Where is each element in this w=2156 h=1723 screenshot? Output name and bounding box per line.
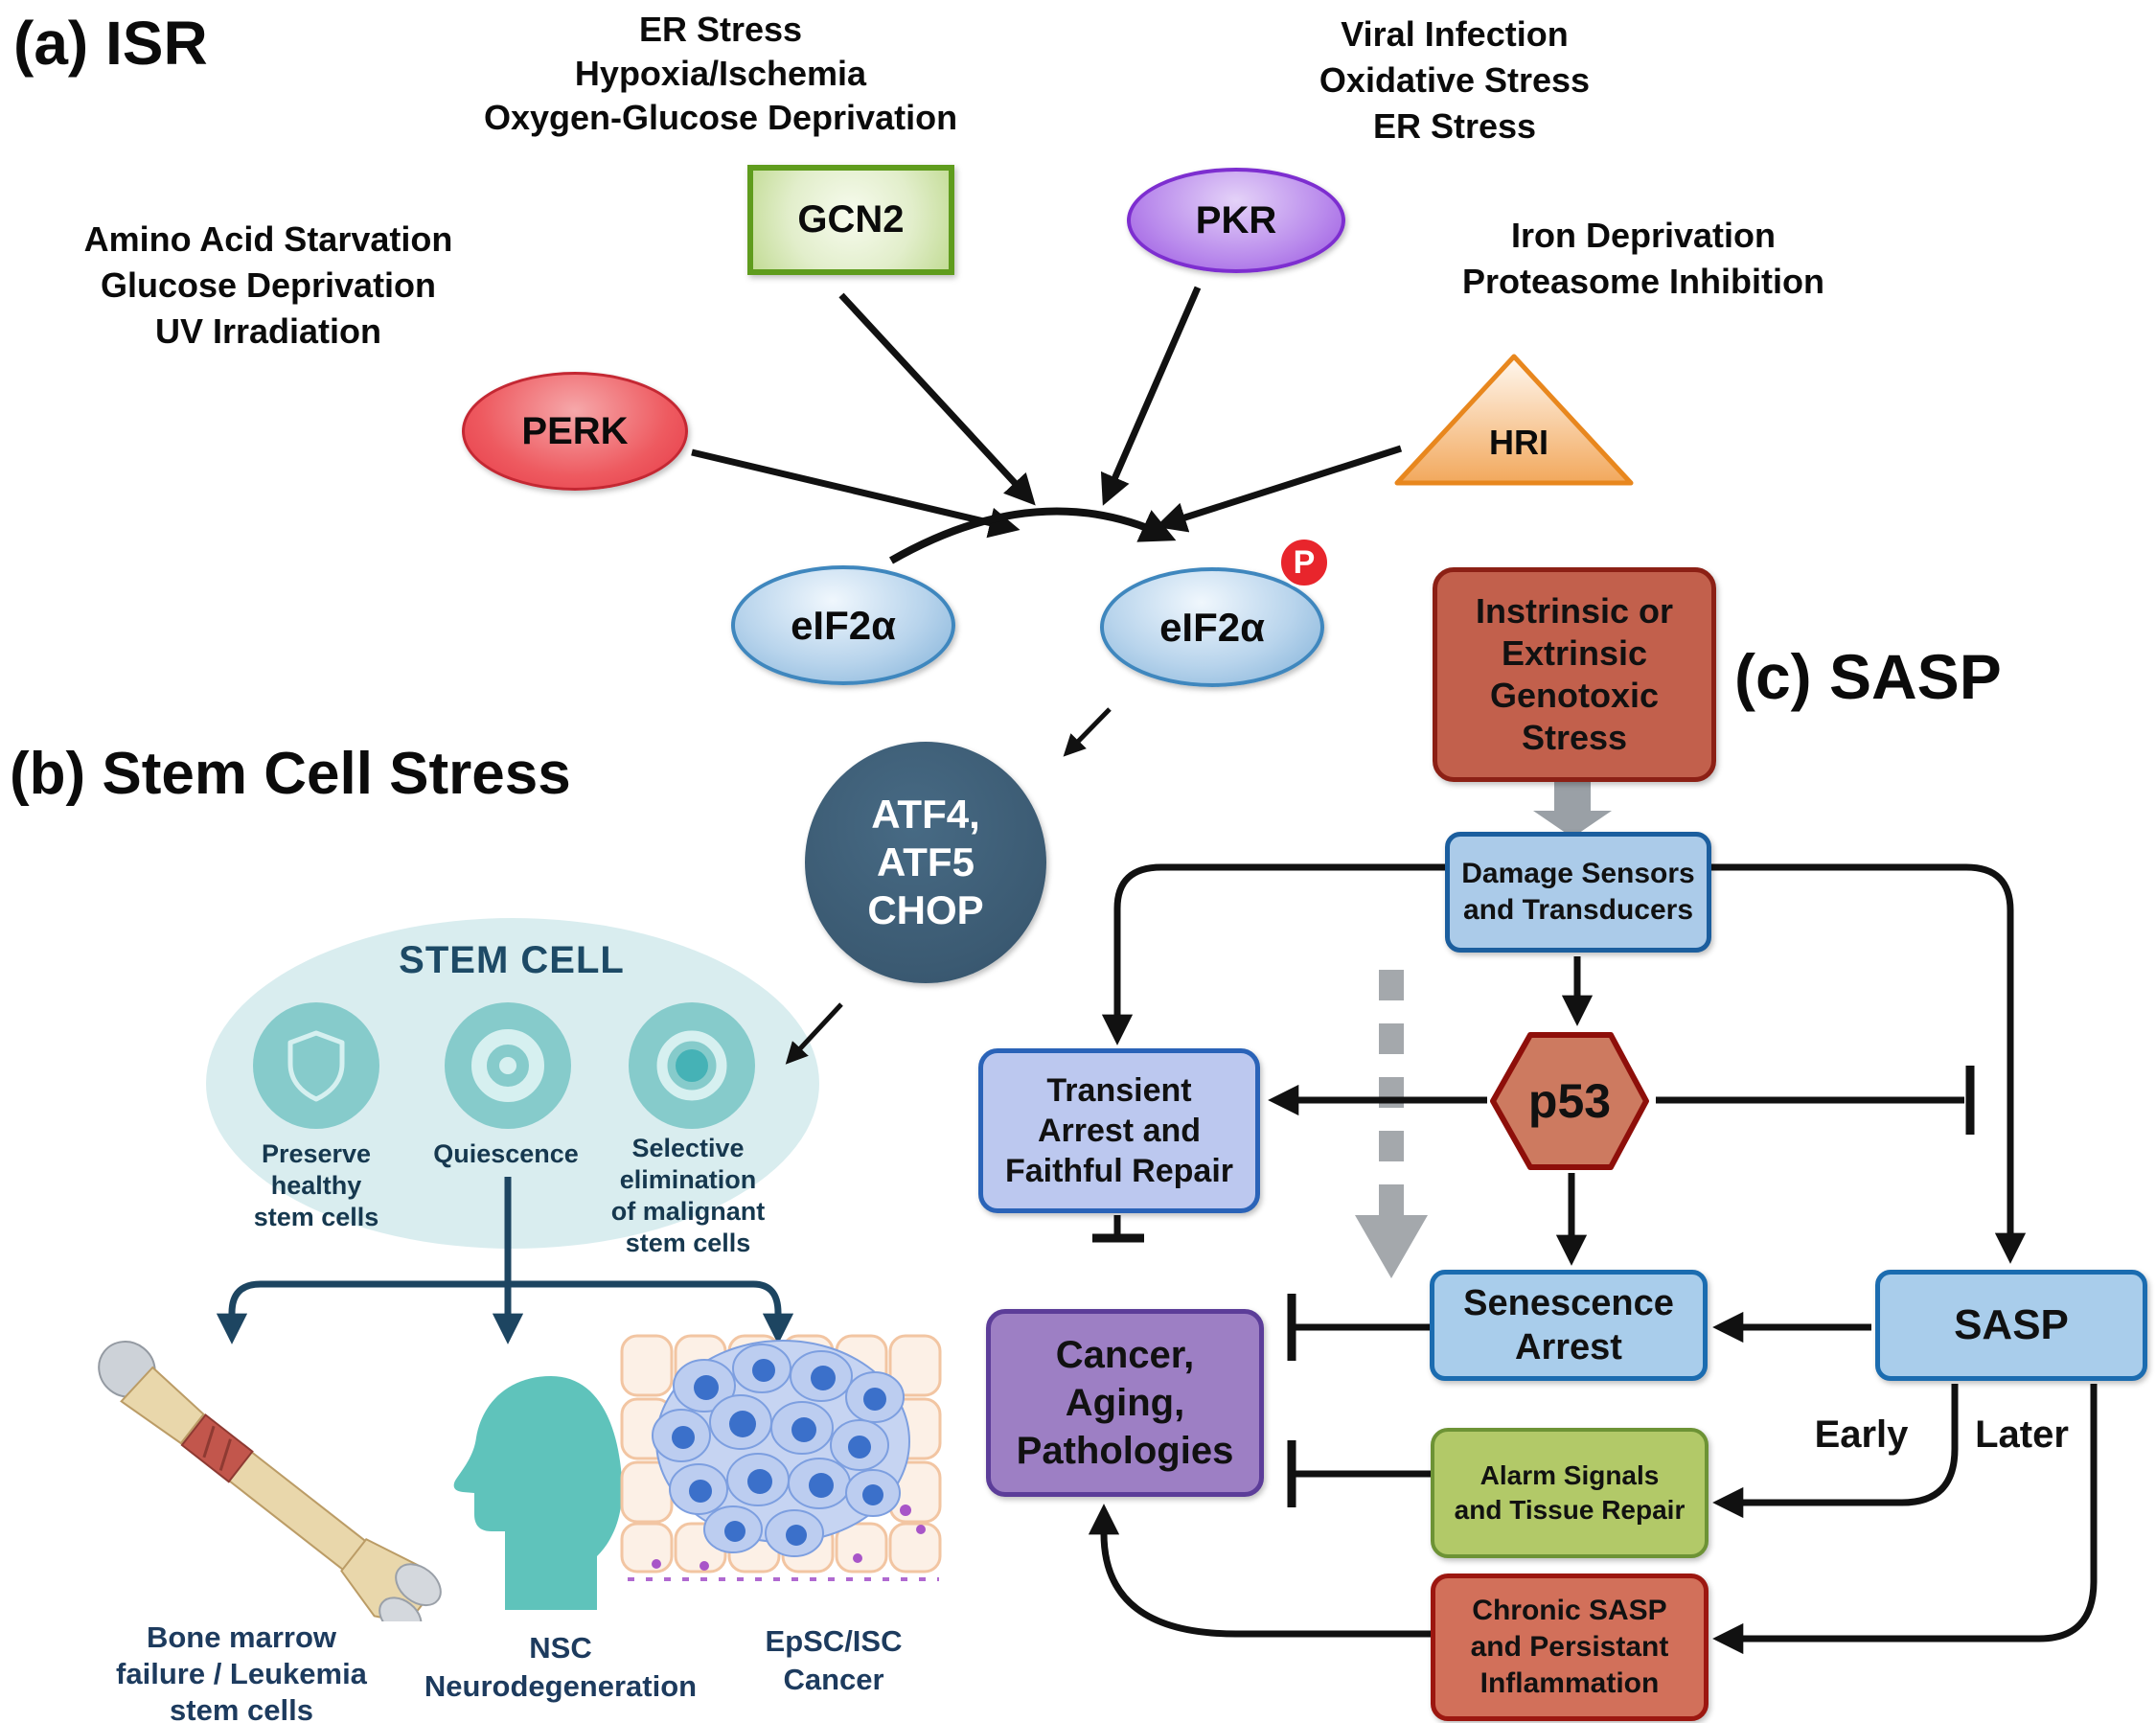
outcome-quiescence-label: Quiescence [433, 1139, 579, 1168]
gcn2-node: GCN2 [747, 165, 954, 275]
head-silhouette-illustration [428, 1368, 630, 1620]
result-nsc-label: NSC Neurodegeneration [424, 1631, 698, 1703]
eif2a-label: eIF2α [791, 602, 896, 648]
quiescence-cell-icon [445, 1002, 571, 1129]
transient-arrest-box: Transient Arrest and Faithful Repair [978, 1048, 1260, 1213]
damage-sensors-label: Damage Sensors and Transducers [1461, 858, 1695, 926]
alarm-signals-box: Alarm Signals and Tissue Repair [1431, 1428, 1709, 1558]
pkr-node: PKR [1127, 168, 1345, 273]
effectors-node: ATF4, ATF5 CHOP [805, 742, 1046, 983]
hri-triangle [1394, 354, 1634, 486]
alarm-signals-label: Alarm Signals and Tissue Repair [1454, 1460, 1686, 1525]
chronic-sasp-label: Chronic SASP and Persistant Inflammation [1470, 1595, 1669, 1699]
p53-node: p53 [1488, 1030, 1651, 1172]
stressors-iron-block: Iron Deprivation Proteasome Inhibition [1461, 216, 1825, 301]
bone-illustration [96, 1334, 556, 1621]
transient-arrest-label: Transient Arrest and Faithful Repair [1004, 1072, 1234, 1189]
genotoxic-stress-box: Instrinsic or Extrinsic Genotoxic Stress [1433, 567, 1716, 782]
stem-branch-arrows [216, 1177, 794, 1344]
senescence-arrest-box: Senescence Arrest [1430, 1270, 1708, 1381]
eif2a-phospho-node: eIF2α [1100, 567, 1324, 687]
panel-b-title: (b) Stem Cell Stress [10, 741, 571, 807]
phospho-badge-icon: P [1278, 537, 1330, 588]
stem-cell-title: STEM CELL [320, 939, 703, 982]
stressors-er-block: ER Stress Hypoxia/Ischemia Oxygen-Glucos… [483, 10, 958, 137]
gcn2-label: GCN2 [797, 198, 905, 241]
panel-a-title: (a) ISR [13, 9, 208, 78]
hri-node: HRI [1456, 414, 1581, 471]
grey-dashed-arrow [1355, 970, 1428, 1278]
early-label: Early [1814, 1413, 1909, 1456]
result-bone-label: Bone marrow failure / Leukemia stem cell… [116, 1620, 367, 1723]
eif2ap-to-effectors-arrow [1063, 707, 1112, 757]
grey-block-arrow [1533, 782, 1612, 838]
panel-c-title: (c) SASP [1734, 641, 2002, 712]
cancer-aging-box: Cancer, Aging, Pathologies [986, 1309, 1264, 1497]
eif2a-phosphorylation-arc [889, 507, 1177, 564]
stressors-viral-block: Viral Infection Oxidative Stress ER Stre… [1319, 14, 1591, 146]
phospho-badge-label: P [1293, 543, 1316, 581]
later-label: Later [1975, 1413, 2069, 1456]
tissue-cells-illustration [618, 1328, 949, 1592]
p53-label: p53 [1527, 1074, 1612, 1128]
perk-label: PERK [521, 409, 629, 452]
cancer-aging-label: Cancer, Aging, Pathologies [1016, 1334, 1234, 1472]
sasp-box: SASP [1875, 1270, 2147, 1381]
outcome-selective-label: Selective elimination of malignant stem … [610, 1134, 766, 1257]
stressors-amino-block: Amino Acid Starvation Glucose Deprivatio… [83, 219, 453, 351]
chronic-sasp-box: Chronic SASP and Persistant Inflammation [1431, 1574, 1709, 1721]
effectors-label: ATF4, ATF5 CHOP [867, 792, 984, 932]
shield-icon [253, 1002, 379, 1129]
eif2a-node: eIF2α [731, 565, 955, 685]
sasp-label: SASP [1954, 1301, 2069, 1348]
result-epsc-label: EpSC/ISC Cancer [765, 1624, 903, 1696]
genotoxic-stress-label: Instrinsic or Extrinsic Genotoxic Stress [1475, 591, 1674, 757]
damage-sensors-box: Damage Sensors and Transducers [1445, 832, 1711, 953]
effectors-to-stemcell-arrow [785, 1002, 843, 1065]
kinase-convergence-arrows [691, 286, 1403, 539]
perk-node: PERK [462, 372, 688, 491]
hri-label: HRI [1489, 423, 1548, 462]
eif2a-phospho-label: eIF2α [1159, 604, 1265, 650]
senescence-arrest-label: Senescence Arrest [1463, 1283, 1674, 1367]
pkr-label: PKR [1195, 198, 1277, 241]
outcome-preserve-label: Preserve healthy stem cells [253, 1139, 379, 1231]
stem-cell-title-text: STEM CELL [399, 939, 625, 981]
sasp-pathway-arrows [1088, 863, 2098, 1655]
malignant-cell-icon [629, 1002, 755, 1129]
